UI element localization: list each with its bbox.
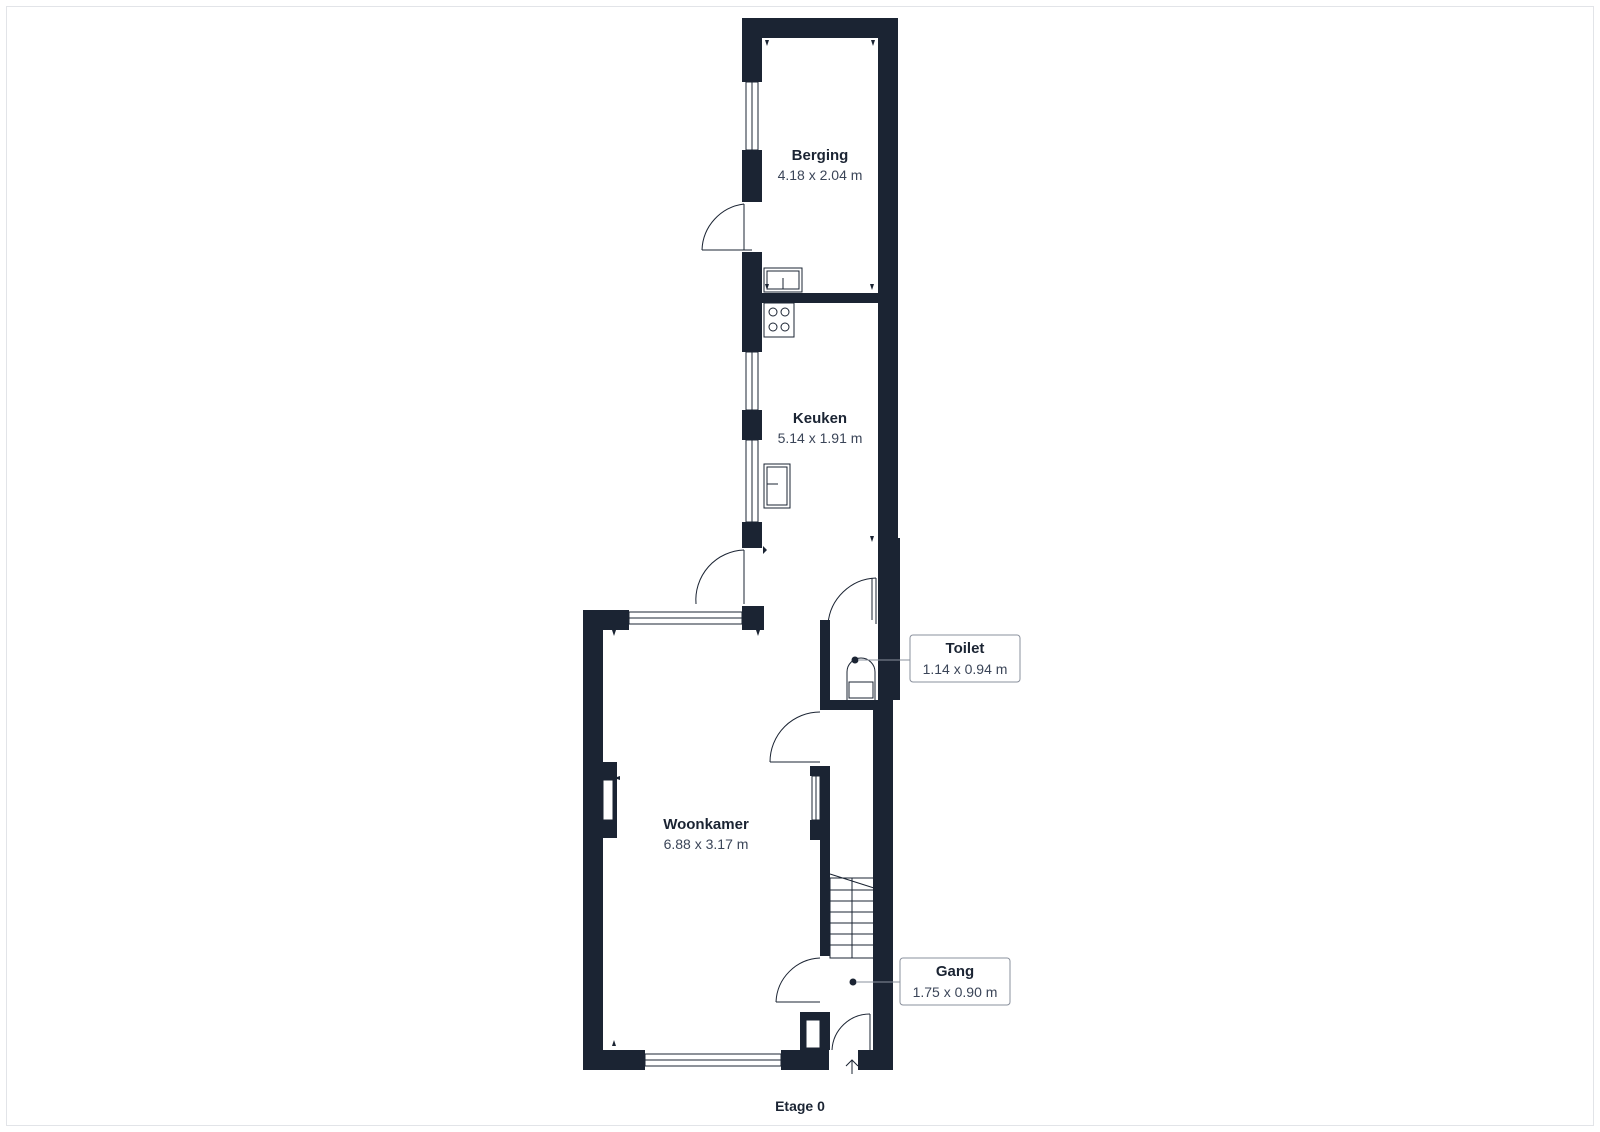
room-label-woonkamer: Woonkamer 6.88 x 3.17 m (663, 816, 749, 852)
toilet-icon (846, 657, 876, 700)
wall-berging-keuken (762, 293, 878, 303)
wall-hall-stub (810, 766, 830, 776)
wall-woonkamer-south-east (781, 1050, 829, 1070)
wall-hall-south-east (858, 1050, 893, 1070)
meter-closet (805, 1019, 821, 1049)
wall-west-pier-1 (742, 150, 762, 202)
stairs-icon (829, 873, 875, 959)
sink-icon (763, 463, 791, 509)
door-swing-icon (827, 577, 877, 625)
callout-toilet: Toilet 1.14 x 0.94 m (851, 634, 1021, 683)
door-swing-icon (827, 1013, 871, 1051)
room-name-berging: Berging (792, 147, 849, 164)
door-swing-icon (775, 957, 821, 1003)
room-dims-toilet: 1.14 x 0.94 m (923, 661, 1008, 677)
wall-woonkamer-west (583, 610, 603, 1070)
room-dims-keuken: 5.14 x 1.91 m (778, 430, 863, 446)
wall-east-gang (873, 700, 893, 1070)
fixtures (763, 267, 876, 1074)
wall-east-toilet (878, 538, 900, 700)
room-label-keuken: Keuken 5.14 x 1.91 m (778, 410, 863, 446)
wall-woonkamer-north-east (742, 606, 764, 630)
window-icon (602, 779, 614, 821)
door-swing-icon (695, 549, 745, 605)
wall-toilet-west (820, 620, 830, 710)
room-dims-berging: 4.18 x 2.04 m (778, 167, 863, 183)
wall-west-top (742, 18, 762, 82)
wall-closet-pier (810, 820, 830, 840)
page-frame (6, 6, 1594, 1126)
stove-icon (763, 302, 795, 338)
windows (602, 81, 782, 1067)
room-dims-woonkamer: 6.88 x 3.17 m (664, 836, 749, 852)
callout-gang: Gang 1.75 x 0.90 m (849, 957, 1011, 1006)
wall-west-pier-2 (742, 252, 762, 352)
wall-north (742, 18, 898, 38)
sink-icon (763, 267, 803, 293)
wall-east-upper (878, 18, 898, 538)
room-name-toilet: Toilet (946, 640, 985, 657)
room-name-keuken: Keuken (793, 410, 847, 427)
corner-markers (612, 40, 875, 1046)
wall-woonkamer-south-west (583, 1050, 645, 1070)
doors (695, 203, 877, 1051)
room-label-berging: Berging 4.18 x 2.04 m (778, 147, 863, 183)
wall-toilet-south (820, 700, 880, 710)
room-name-woonkamer: Woonkamer (663, 816, 749, 833)
wall-west-pier-3 (742, 410, 762, 440)
floor-label: Etage 0 (775, 1098, 825, 1114)
door-swing-icon (701, 203, 752, 251)
wall-west-pier-4 (742, 522, 762, 548)
entrance-arrow-icon (845, 1059, 859, 1074)
room-dims-gang: 1.75 x 0.90 m (913, 984, 998, 1000)
room-name-gang: Gang (936, 963, 974, 980)
door-swing-icon (769, 711, 821, 763)
wall-hall-interior (820, 766, 830, 956)
